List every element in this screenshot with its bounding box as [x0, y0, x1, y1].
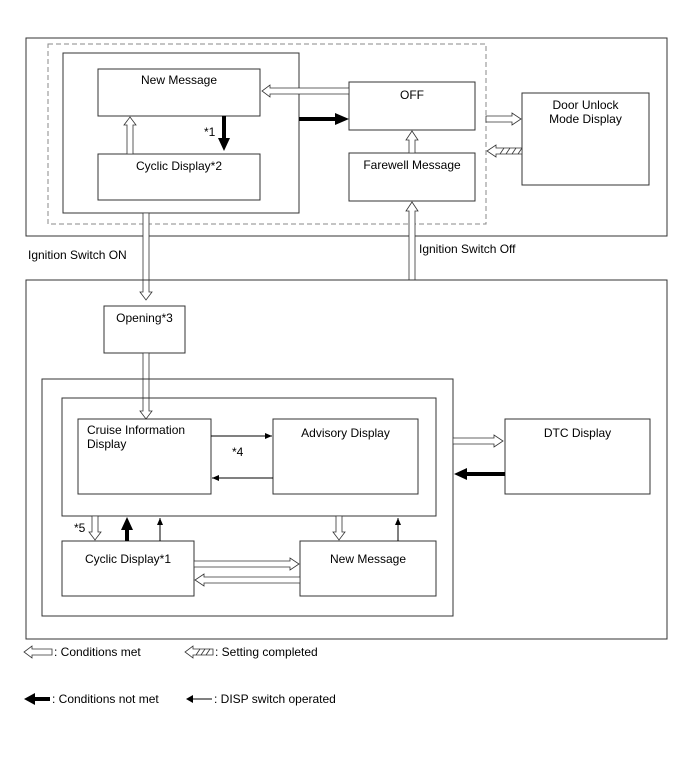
cyclic-display-lower-label: Cyclic Display*1: [84, 552, 172, 566]
legend-hatched-arrow-icon: [184, 645, 214, 659]
new-message-box-upper: [97, 68, 261, 117]
legend-hollow-arrow-icon: [23, 645, 53, 659]
note-5-label: *5: [74, 521, 86, 535]
opening-box: [103, 305, 186, 354]
legend-setting-completed: : Setting completed: [215, 645, 318, 659]
arrow-to-dtc: [452, 434, 504, 448]
arrow-new-to-cyclic-thick: [218, 116, 230, 151]
cyclic-display-box-lower: [61, 540, 195, 597]
dtc-label: DTC Display: [543, 426, 612, 440]
arrow-off-to-door-unlock: [485, 112, 522, 126]
arrow-new-message-to-cyclic-lower: [194, 573, 301, 587]
arrow-from-dtc-thick: [454, 468, 505, 480]
farewell-message-label: Farewell Message: [363, 158, 461, 172]
arrow-ignition-on: [139, 212, 153, 301]
cruise-info-box: [77, 418, 212, 495]
arrow-group-to-new-message: [332, 515, 346, 541]
arrow-door-unlock-setting-completed: [486, 144, 523, 158]
new-message-lower-label: New Message: [329, 552, 407, 566]
door-unlock-label-line1: Door Unlock: [552, 98, 619, 112]
legend-conditions-met: : Conditions met: [54, 645, 141, 659]
legend-conditions-not-met: : Conditions not met: [52, 692, 159, 706]
cyclic-display-upper-label: Cyclic Display*2: [135, 159, 223, 173]
arrow-group-to-off-thick: [299, 113, 349, 125]
arrow-farewell-to-off: [405, 130, 419, 154]
arrow-group-to-cyclic: [88, 515, 102, 541]
note-1-label: *1: [204, 125, 216, 139]
arrow-cyclic-to-group-thick: [121, 517, 133, 541]
advisory-label: Advisory Display: [301, 426, 390, 440]
lower-frame: [25, 279, 668, 640]
off-label: OFF: [400, 88, 424, 102]
ignition-off-label: Ignition Switch Off: [419, 242, 516, 256]
cruise-advisory-group: [61, 397, 437, 517]
dashed-group: [47, 43, 487, 225]
door-unlock-box: [521, 92, 650, 186]
legend-thin-arrow-icon: [186, 695, 212, 703]
dtc-box: [504, 418, 651, 495]
cruise-info-label-line1: Cruise Information: [87, 423, 186, 437]
ignition-on-label: Ignition Switch ON: [28, 248, 127, 262]
arrow-cyclic-to-new-message-lower: [193, 557, 300, 571]
door-unlock-label-line2: Mode Display: [549, 112, 622, 126]
legend-thick-arrow-icon: [24, 693, 50, 705]
upper-inner-group: [62, 52, 300, 214]
cyclic-display-box-upper: [97, 153, 261, 201]
arrow-opening-to-cruise: [139, 352, 153, 420]
cruise-info-label-line2: Display: [87, 437, 127, 451]
new-message-upper-label: New Message: [140, 73, 218, 87]
off-box: [348, 81, 476, 131]
legend-disp-switch: : DISP switch operated: [214, 692, 336, 706]
arrow-off-to-new-message: [261, 84, 350, 98]
lower-inner-frame: [41, 378, 454, 617]
opening-label: Opening*3: [116, 311, 173, 325]
advisory-box: [272, 418, 419, 495]
new-message-box-lower: [299, 540, 437, 597]
upper-frame: [25, 37, 668, 237]
arrow-ignition-off: [405, 201, 419, 281]
farewell-message-box: [348, 152, 476, 202]
note-4-label: *4: [232, 445, 244, 459]
arrow-cyclic-to-new-message: [123, 116, 137, 155]
